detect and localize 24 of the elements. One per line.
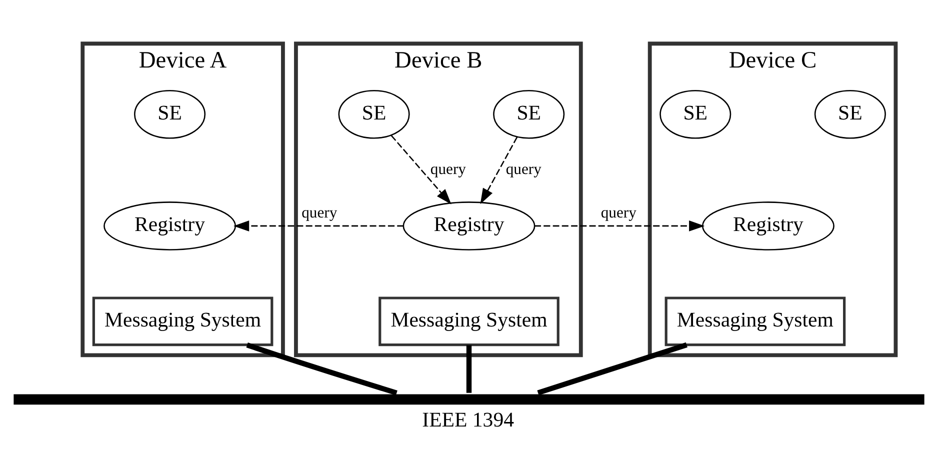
connector xyxy=(466,344,472,392)
edge-label: query xyxy=(506,160,542,178)
node-ellipse: SE xyxy=(493,89,565,138)
node-label: IEEE 1394 xyxy=(422,407,514,432)
arrow xyxy=(534,220,705,231)
node-box: Messaging System xyxy=(378,296,560,346)
arrow xyxy=(390,134,452,204)
node-ellipse: SE xyxy=(134,89,206,138)
node-ellipse: SE xyxy=(814,89,886,138)
connector xyxy=(246,342,398,395)
edge-label: query xyxy=(600,204,636,222)
edge-label: query xyxy=(430,160,466,178)
arrow xyxy=(233,220,404,231)
node-ellipse: Registry xyxy=(702,201,834,250)
edge-label: query xyxy=(302,204,338,222)
arrow xyxy=(480,136,518,204)
connector xyxy=(537,342,688,395)
node-box: Messaging System xyxy=(92,296,274,346)
node-box: Messaging System xyxy=(664,296,846,346)
node-ellipse: Registry xyxy=(104,201,236,250)
node-ellipse: SE xyxy=(660,89,732,138)
node-box xyxy=(14,394,924,404)
node-ellipse: SE xyxy=(338,89,410,138)
node-ellipse: Registry xyxy=(402,201,536,250)
